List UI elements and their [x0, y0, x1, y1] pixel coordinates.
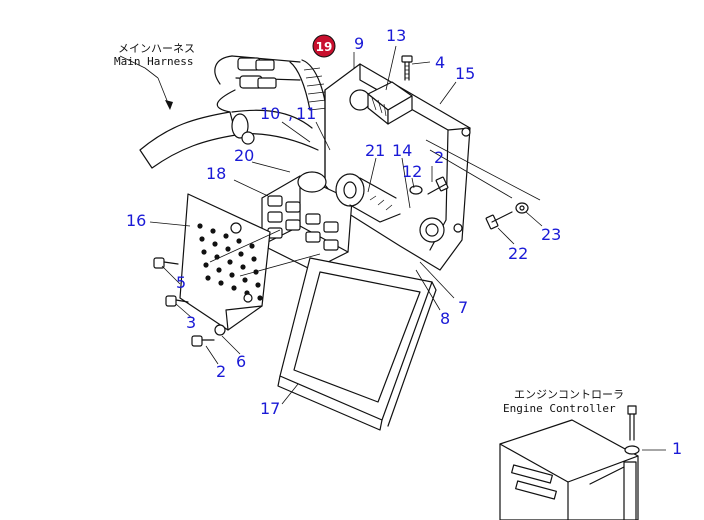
callout-7: 7 — [458, 298, 468, 317]
callout-6: 6 — [236, 352, 246, 371]
callout-12: 12 — [402, 162, 422, 181]
callout-4: 4 — [435, 53, 445, 72]
washer-23 — [515, 202, 529, 214]
callout-10: 10 — [260, 104, 280, 123]
plate-hole — [218, 280, 224, 286]
bolt-2-left — [191, 335, 215, 347]
washer-6 — [214, 324, 226, 336]
plate-hole — [199, 236, 205, 242]
plate-hole — [212, 241, 218, 247]
bolt-2-right — [427, 176, 449, 195]
connector-assembly — [261, 171, 401, 271]
callout-leaders — [149, 45, 666, 451]
callout-1: 1 — [672, 439, 682, 458]
plate-hole — [236, 238, 242, 244]
callout-21: 21 — [365, 141, 385, 160]
plate-hole — [257, 295, 263, 301]
plate-hole — [231, 285, 237, 291]
plate-hole — [223, 233, 229, 239]
callout-separator: , — [288, 104, 293, 123]
assembly-guide-lines — [209, 139, 541, 277]
engine-controller-en-label: Engine Controller — [503, 402, 616, 415]
plate-hole — [255, 282, 261, 288]
callout-15: 15 — [455, 64, 475, 83]
plate-hole — [210, 228, 216, 234]
plate-hole — [229, 272, 235, 278]
callout-19-badge — [312, 34, 336, 58]
mounting-plate — [179, 193, 271, 331]
callout-18: 18 — [206, 164, 226, 183]
callout-19: 19 — [316, 40, 333, 54]
plate-hole — [225, 246, 231, 252]
plate-hole — [227, 259, 233, 265]
engine-controller-jp-label: エンジンコントローラ — [514, 388, 624, 401]
bolt-22 — [485, 211, 513, 230]
plate-hole — [203, 262, 209, 268]
main-harness-leader — [119, 55, 173, 110]
main-harness-jp-label: メインハーネス — [118, 42, 195, 55]
main-harness-cable — [139, 55, 329, 169]
plate-hole — [249, 243, 255, 249]
callout-14: 14 — [392, 141, 412, 160]
plate-hole — [197, 223, 203, 229]
callout-3: 3 — [186, 313, 196, 332]
engine-controller — [499, 405, 640, 520]
plate-hole — [242, 277, 248, 283]
washer-12 — [409, 185, 423, 195]
callout-2-left: 2 — [216, 362, 226, 381]
bolt-4 — [401, 55, 413, 81]
engine-controller-label: エンジンコントローラ Engine Controller — [503, 388, 624, 415]
callout-22: 22 — [508, 244, 528, 263]
bolt-3 — [165, 295, 189, 307]
main-harness-en-label: Main Harness — [114, 55, 193, 68]
plate-hole — [251, 256, 257, 262]
plate-hole — [205, 275, 211, 281]
callout-23: 23 — [541, 225, 561, 244]
callout-20: 20 — [234, 146, 254, 165]
plate-hole — [240, 264, 246, 270]
callout-8: 8 — [440, 309, 450, 328]
bolt-5 — [153, 257, 179, 269]
callout-2-right: 2 — [434, 148, 444, 167]
callout-9: 9 — [354, 34, 364, 53]
callout-17: 17 — [260, 399, 280, 418]
callout-numbers: 1 2 2 3 4 5 6 7 8 9 10 , 11 12 13 14 15 … — [126, 26, 682, 458]
bracket-box — [324, 63, 471, 271]
callout-13: 13 — [386, 26, 406, 45]
main-harness-label: メインハーネス Main Harness — [114, 42, 195, 68]
callout-5: 5 — [176, 273, 186, 292]
cover-frame — [277, 257, 437, 431]
plate-hole — [216, 267, 222, 273]
callout-11: 11 — [296, 104, 316, 123]
plate-hole — [201, 249, 207, 255]
relay-block — [367, 81, 413, 125]
callout-16: 16 — [126, 211, 146, 230]
plate-hole — [238, 251, 244, 257]
